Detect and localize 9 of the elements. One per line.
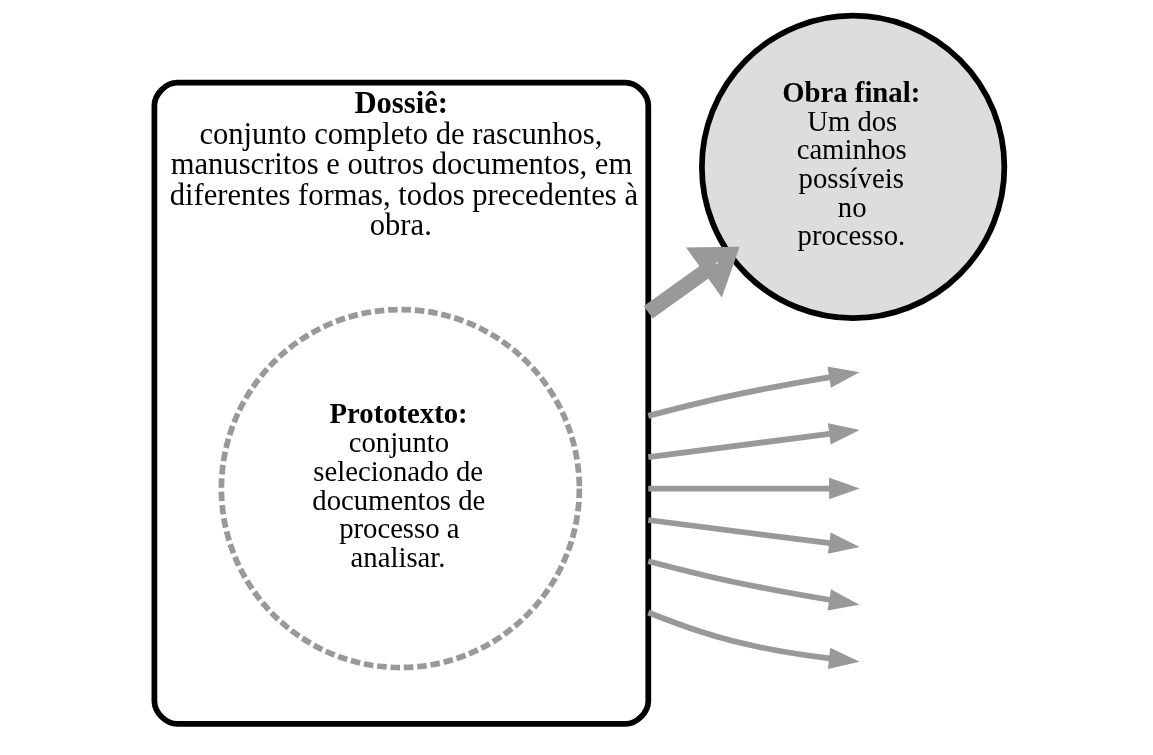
arrow — [647, 366, 860, 419]
arrow — [648, 477, 860, 500]
node-circle: Prototexto: conjunto selecionado de documentos de processo a analisar. — [218, 306, 583, 671]
node-circle: Obra final: Um dos caminhos possíveis no processo. — [699, 12, 1008, 322]
arrow — [647, 609, 860, 670]
arrow — [643, 246, 740, 319]
arrow — [647, 517, 860, 554]
arrow — [647, 558, 860, 611]
arrow — [647, 423, 860, 460]
